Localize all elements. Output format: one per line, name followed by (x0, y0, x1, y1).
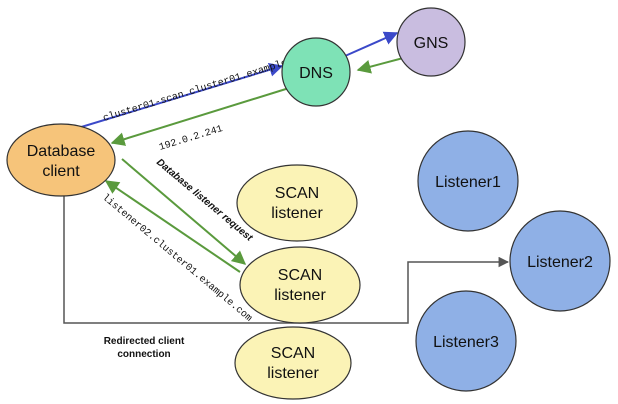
edge-scan-to-client (104, 180, 241, 273)
edge-redirect-connection (63, 190, 510, 324)
database-client-label-line1: Database (27, 143, 96, 160)
edge-dns-to-gns (344, 31, 399, 57)
scan-listener-3-node: SCAN listener (234, 326, 352, 400)
scan-listener-3-line2: listener (267, 365, 319, 382)
scan-listener-2-line1: SCAN (278, 267, 322, 284)
listener1-node: Listener1 (417, 130, 519, 232)
listener2-label: Listener2 (527, 254, 593, 271)
scan-listener-1-line1: SCAN (275, 185, 319, 202)
dns-node: DNS (281, 37, 351, 107)
scan-listener-1-node: SCAN listener (236, 164, 358, 242)
scan-listener-1-line2: listener (271, 205, 323, 222)
listener-reply-label: listener02.cluster01.example.com (99, 192, 254, 325)
edge-client-to-scan (121, 158, 247, 265)
gns-node: GNS (396, 7, 466, 77)
scan-listener-3-line1: SCAN (271, 345, 315, 362)
listener3-node: Listener3 (415, 290, 517, 392)
edge-dns-to-client (110, 83, 303, 146)
database-client-label-line2: client (42, 163, 80, 180)
listener1-label: Listener1 (435, 174, 501, 191)
dns-label: DNS (299, 65, 333, 82)
database-client-node: Database client (6, 123, 116, 197)
edge-client-to-dns (77, 62, 284, 129)
edge-gns-to-dns (356, 56, 408, 74)
listener3-label: Listener3 (433, 334, 499, 351)
dns-reply-label: 192.0.2.241 (158, 124, 224, 154)
redirect-label-line1: Redirected client (104, 336, 185, 347)
scan-listener-2-node: SCAN listener (239, 246, 361, 324)
redirect-label-line2: connection (117, 349, 170, 360)
gns-label: GNS (414, 35, 449, 52)
listener2-node: Listener2 (509, 210, 611, 312)
scan-listener-2-line2: listener (274, 287, 326, 304)
